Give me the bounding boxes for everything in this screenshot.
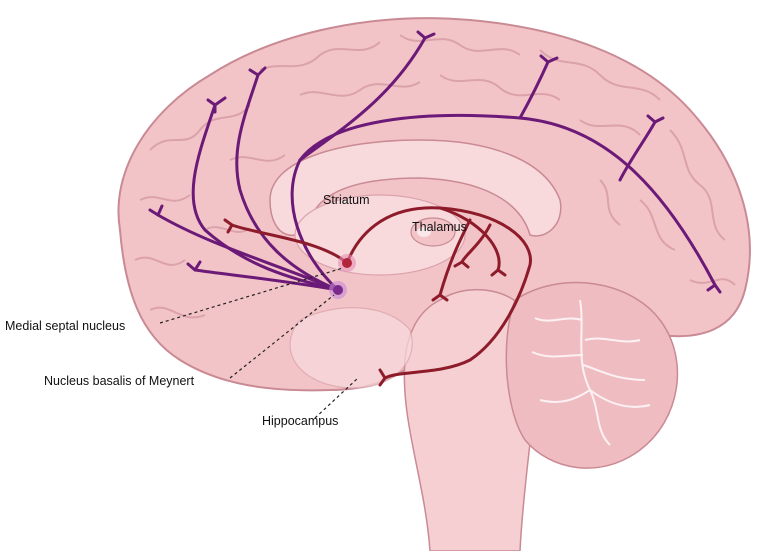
medial-septal-nucleus-dot — [342, 258, 352, 268]
leader-lines — [159, 267, 359, 419]
nucleus-basalis-projections — [156, 36, 717, 292]
label-hippocampus: Hippocampus — [262, 414, 338, 428]
label-medial-septal-nucleus: Medial septal nucleus — [5, 319, 125, 333]
leader-hippocampus — [314, 377, 359, 419]
medial-septal-projections — [230, 206, 532, 380]
leader-medial-septal — [159, 267, 344, 324]
cerebellum — [505, 281, 679, 469]
label-striatum: Striatum — [323, 193, 370, 207]
thalamus-core — [417, 227, 431, 237]
thalamus-region — [410, 217, 456, 247]
label-thalamus: Thalamus — [412, 220, 467, 234]
temporal-lobe — [289, 307, 413, 389]
red-terminals — [223, 218, 507, 387]
purple-terminals — [148, 30, 722, 294]
nucleus-basalis-dot — [333, 285, 343, 295]
leader-nucleus-basalis — [229, 294, 335, 379]
label-nucleus-basalis: Nucleus basalis of Meynert — [44, 374, 195, 388]
cerebellum-folia — [531, 299, 651, 446]
